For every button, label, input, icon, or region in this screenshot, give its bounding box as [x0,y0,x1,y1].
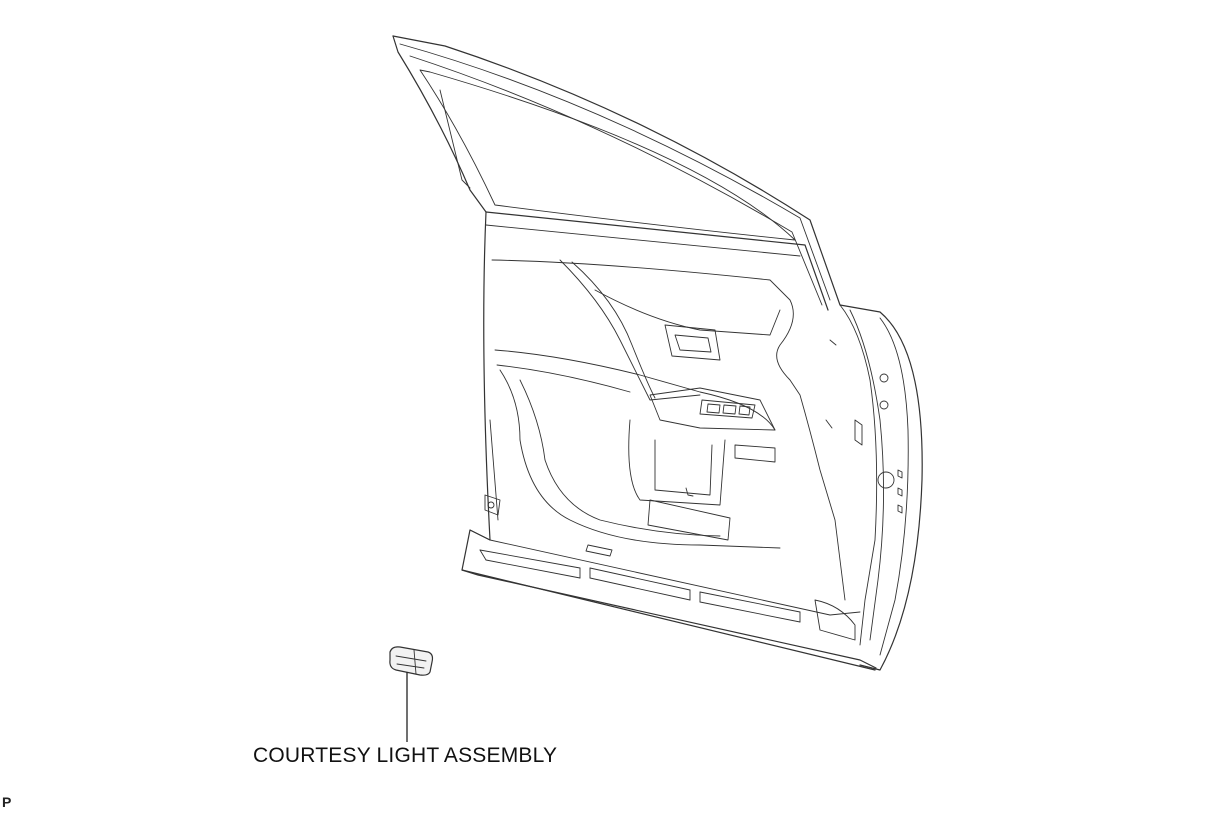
front-door-panel [392,35,923,671]
corner-mark: P [2,794,12,810]
courtesy-light-assembly [389,646,434,676]
courtesy-light-label: COURTESY LIGHT ASSEMBLY [253,744,558,767]
